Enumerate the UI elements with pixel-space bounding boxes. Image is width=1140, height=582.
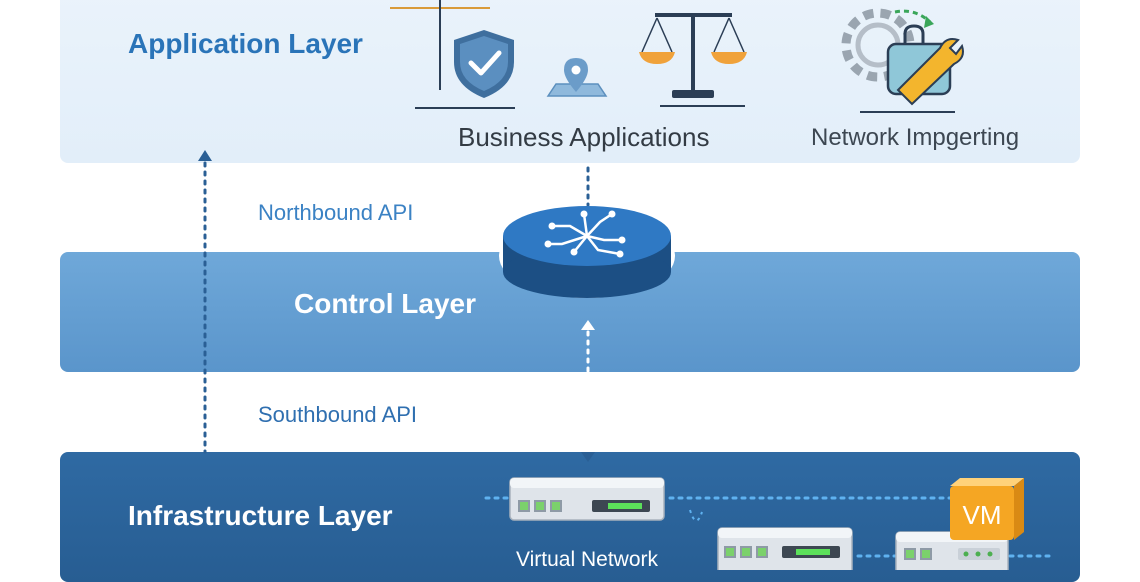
map-pin-icon bbox=[546, 58, 608, 97]
infra-links bbox=[484, 496, 1052, 558]
gear-wrench-icon bbox=[841, 8, 964, 106]
network-importing-label: Network Impgerting bbox=[811, 124, 1020, 151]
application-layer-title: Application Layer bbox=[128, 28, 363, 59]
infrastructure-layer-title: Infrastructure Layer bbox=[128, 500, 393, 531]
control-layer-title: Control Layer bbox=[294, 288, 477, 319]
southbound-api-arrow bbox=[581, 320, 595, 462]
balance-scale-icon bbox=[639, 13, 747, 107]
southbound-api-label: Southbound API bbox=[258, 402, 418, 427]
vm-label: VM bbox=[963, 500, 1002, 530]
left-api-arrow bbox=[198, 150, 212, 454]
sdn-controller-icon bbox=[499, 206, 675, 298]
network-switch-icon bbox=[509, 477, 665, 521]
shield-check-icon bbox=[454, 30, 514, 98]
network-switch-icon bbox=[717, 527, 853, 570]
northbound-api-label: Northbound API bbox=[258, 200, 414, 225]
diagram-graphics: VM bbox=[198, 0, 1052, 570]
app-decor-lines bbox=[390, 0, 955, 113]
vm-cube-icon: VM bbox=[950, 478, 1024, 540]
business-applications-label: Business Applications bbox=[458, 122, 710, 152]
virtual-network-label: Virtual Network bbox=[516, 548, 658, 571]
